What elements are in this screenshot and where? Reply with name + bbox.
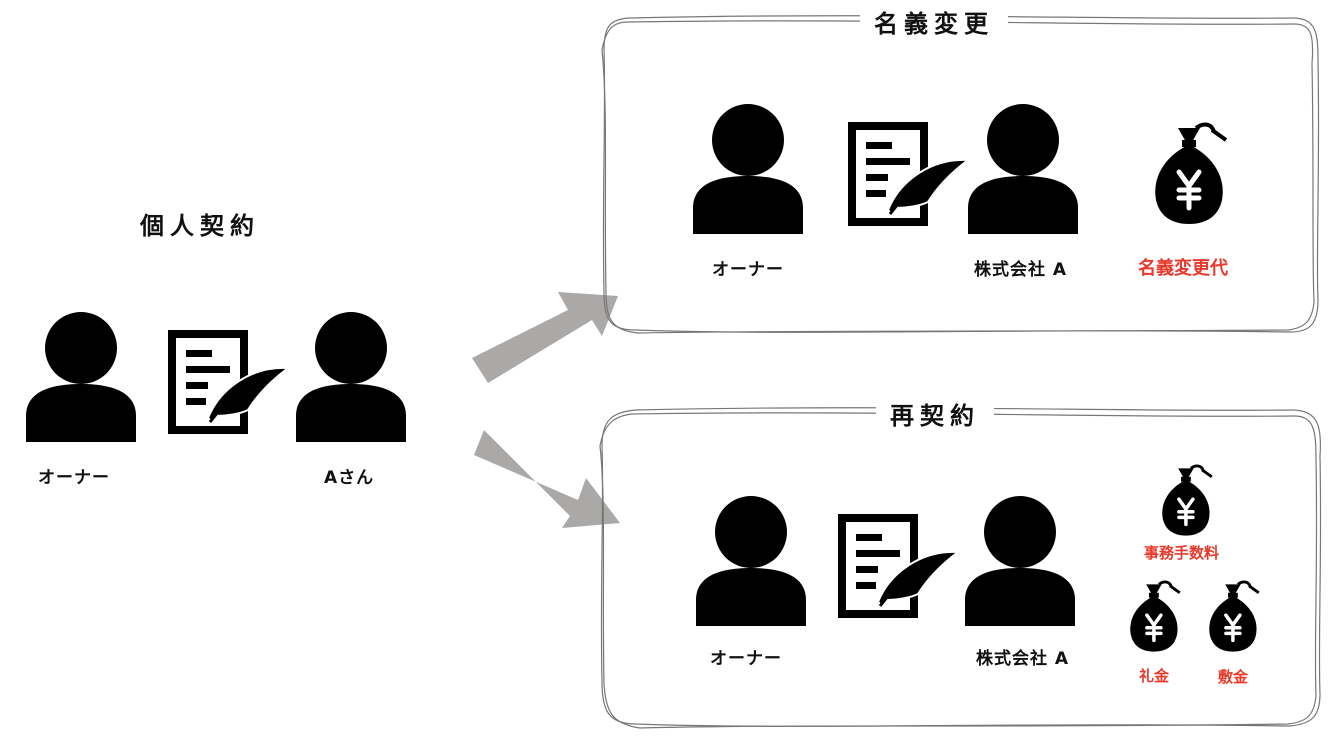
name-change-frame: [601, 15, 1320, 334]
recontract-frame: [599, 407, 1322, 729]
yen-money-bag-icon: [1128, 580, 1182, 654]
yen-money-bag-icon: [1160, 464, 1214, 538]
owner-label: オーナー: [710, 649, 782, 669]
company-label: 株式会社 A: [974, 260, 1068, 280]
key-money-label: 礼金: [1139, 667, 1170, 685]
company-person-icon: [968, 104, 1078, 234]
tenant-person-icon: [296, 312, 406, 442]
owner-person-icon: [26, 312, 136, 442]
contract-document-icon: [172, 334, 288, 430]
owner-label: オーナー: [712, 260, 784, 280]
name-change-title: 名義変更: [860, 4, 1008, 39]
name-change-fee-label: 名義変更代: [1138, 258, 1228, 279]
owner-person-icon: [693, 104, 803, 234]
yen-money-bag-icon: [1155, 125, 1226, 224]
contract-document-icon: [852, 126, 968, 222]
owner-label: オーナー: [38, 468, 110, 488]
arrow-icon: [472, 292, 618, 383]
yen-money-bag-icon: [1207, 580, 1261, 654]
contract-document-icon: [842, 518, 958, 614]
company-label: 株式会社 A: [976, 649, 1070, 669]
owner-person-icon: [696, 496, 806, 626]
recontract-title: 再契約: [876, 396, 994, 431]
company-person-icon: [965, 496, 1075, 626]
individual-contract-title: 個人契約: [140, 212, 260, 240]
arrow-icon: [474, 430, 620, 528]
tenant-label: Aさん: [324, 468, 375, 488]
admin-fee-label: 事務手数料: [1144, 544, 1220, 562]
deposit-label: 敷金: [1218, 668, 1249, 686]
